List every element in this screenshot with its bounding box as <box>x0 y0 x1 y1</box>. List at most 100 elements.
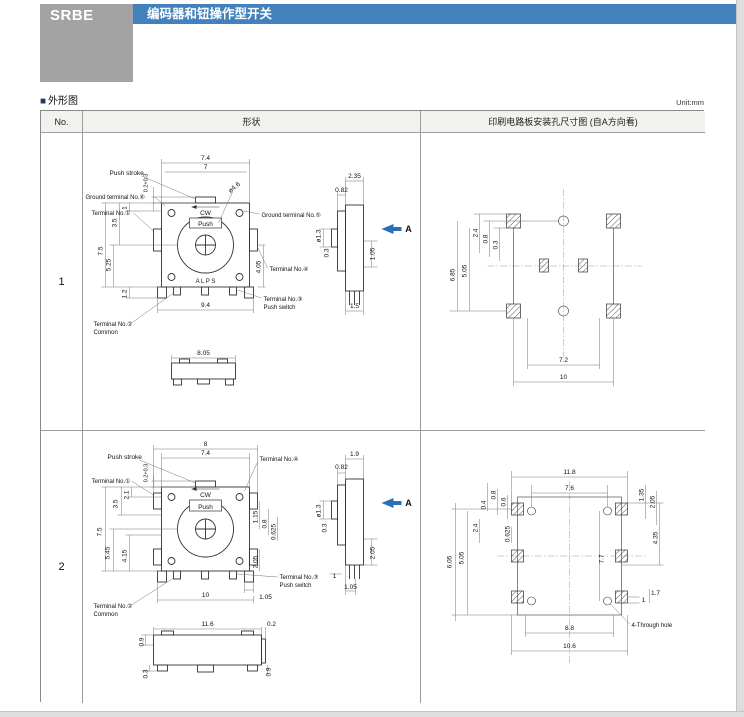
drawing-label: Terminal No.① <box>92 478 131 485</box>
front-view <box>153 480 258 583</box>
drawing-label: 5.05 <box>462 264 469 277</box>
drawing-label: CW <box>200 492 212 499</box>
side-view <box>331 478 364 579</box>
cw-indicator <box>189 487 222 512</box>
drawing-label: ø1.3 <box>316 229 323 242</box>
drawing-label: 11.8 <box>563 469 576 476</box>
drawing-label: 0.2+0.3 <box>144 174 150 193</box>
drawing-label: 0.4 <box>481 500 488 509</box>
side-view-dims <box>319 177 378 315</box>
section-row: ■外形图 Unit:mm <box>40 92 704 108</box>
outline-table: No. 形状 印刷电路板安装孔尺寸图 (自A方向看) 1 <box>40 110 705 703</box>
drawing-label: 8 <box>204 441 208 448</box>
drawing-label: 2.4 <box>473 523 480 532</box>
page-title-bar: 编码器和钮操作型开关 <box>133 4 736 24</box>
page-edge-right <box>736 0 744 717</box>
drawing-label: Common <box>94 612 118 618</box>
drawing-label: 5.05 <box>459 551 466 564</box>
drawing-label: 2.05 <box>253 555 260 568</box>
drawing-label: 8.05 <box>197 350 210 357</box>
view-direction-arrow <box>381 498 402 508</box>
drawing-label: 4-Through hole <box>632 623 673 629</box>
row2-pcb-drawing: 11.80.80.60.47.61.352.052.40.6256.055.05… <box>447 469 673 663</box>
drawing-label: A <box>405 498 412 508</box>
drawing-label: 0.9 <box>266 667 273 676</box>
bottom-view-dims <box>141 627 268 675</box>
drawing-label: 1.05 <box>370 247 377 260</box>
product-code: SRBE <box>50 7 94 24</box>
solder-pads <box>511 502 628 604</box>
drawing-label: 0.82 <box>335 187 348 194</box>
drawing-label: Terminal No.③ <box>264 296 303 303</box>
dimension-lines <box>101 159 266 313</box>
drawing-label: 4.05 <box>256 260 263 273</box>
drawing-label: 0.3 <box>324 248 331 257</box>
centerlines <box>497 481 646 663</box>
drawing-label: 2.05 <box>370 546 377 559</box>
drawing-label: 2.35 <box>348 173 361 180</box>
col-header-pcb: 印刷电路板安装孔尺寸图 (自A方向看) <box>421 111 705 133</box>
drawing-label: 0.82 <box>335 464 348 471</box>
drawing-label: 1.7 <box>651 590 660 597</box>
drawing-label: 9.4 <box>201 302 210 309</box>
col-header-shape: 形状 <box>83 111 421 133</box>
bottom-view <box>153 630 266 673</box>
row2-number: 2 <box>41 431 83 703</box>
drawing-label: 1.5 <box>350 303 359 310</box>
drawing-label: 8.8 <box>565 625 574 632</box>
drawing-label: 0.625 <box>505 525 512 542</box>
drawing-label: Terminal No.② <box>94 321 133 328</box>
drawing-label: Push switch <box>280 583 312 589</box>
drawing-label: Common <box>94 330 118 336</box>
drawing-label: 2.4 <box>473 228 480 237</box>
drawing-label: ø1.3 <box>316 504 323 517</box>
drawing-label: 4.35 <box>653 531 660 544</box>
drawing-label: 1.05 <box>259 594 272 601</box>
pcb-dims <box>451 471 664 655</box>
drawing-label: 1.2 <box>122 289 129 298</box>
drawing-label: CW <box>200 210 212 217</box>
drawing-label: 3.5 <box>113 499 120 508</box>
drawing-label: Push stroke <box>108 454 143 461</box>
side-view-dims <box>319 455 378 595</box>
section-title: 外形图 <box>48 96 79 107</box>
drawing-label: ø4.6 <box>227 181 242 195</box>
row1-number: 1 <box>41 133 83 431</box>
unit-note: Unit:mm <box>676 98 704 107</box>
drawing-label: Terminal No.③ <box>280 574 319 581</box>
drawing-label: 3.5 <box>112 218 119 227</box>
page-title: 编码器和钮操作型开关 <box>147 7 273 21</box>
drawing-label: 0.8 <box>491 490 498 499</box>
drawing-label: Terminal No.④ <box>260 456 299 463</box>
drawing-label: Ground terminal No.⑥ <box>86 194 145 201</box>
section-label: ■外形图 <box>40 92 78 107</box>
drawing-label: 7.5 <box>98 246 105 255</box>
cw-indicator <box>189 205 222 229</box>
col-header-no: No. <box>41 111 83 133</box>
drawing-label: 6.85 <box>450 268 457 281</box>
drawing-label: 0.2 <box>267 621 276 628</box>
drawing-label: 4.15 <box>122 549 129 562</box>
drawing-label: Push <box>198 221 213 228</box>
drawing-label: 0.3 <box>143 669 150 678</box>
drawing-label: 10.6 <box>563 643 576 650</box>
centerlines <box>487 189 642 357</box>
drawing-label: 0.9 <box>139 637 146 646</box>
drawing-label: 1.05 <box>344 584 357 591</box>
drawing-label: 1.35 <box>639 488 646 501</box>
view-direction-arrow <box>381 224 402 234</box>
side-view <box>331 204 364 305</box>
bottom-view-dims <box>171 355 236 363</box>
drawing-label: 1.15 <box>253 510 260 523</box>
drawing-label: 0.625 <box>271 523 278 540</box>
drawing-label: 7.4 <box>201 155 210 162</box>
drawing-label: 1.9 <box>350 451 359 458</box>
drawing-label: 7 <box>204 164 208 171</box>
drawing-label: 7.6 <box>565 485 574 492</box>
